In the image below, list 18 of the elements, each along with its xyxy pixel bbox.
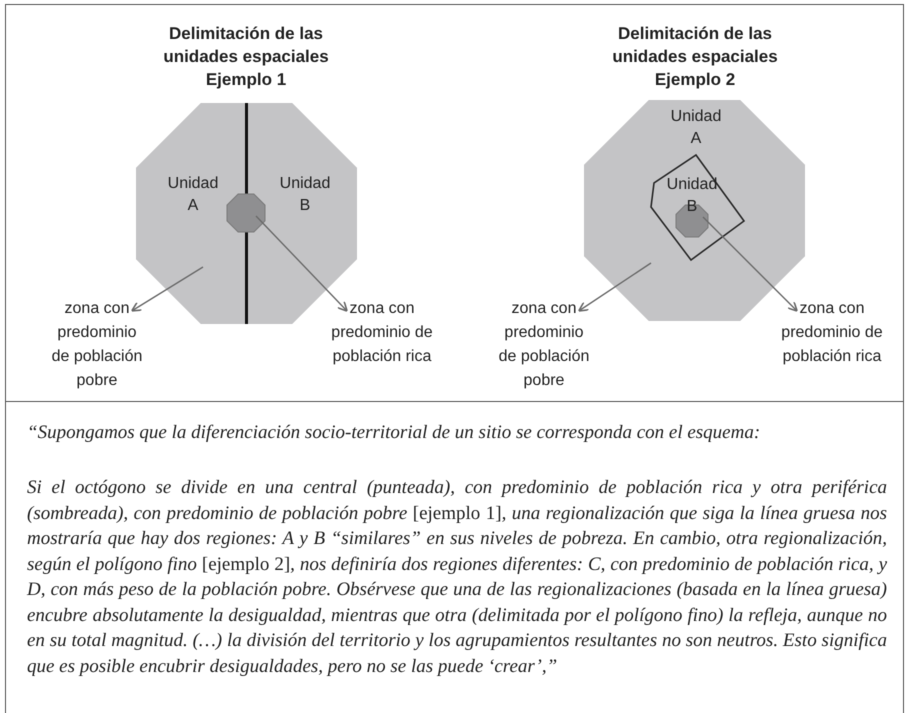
callout-text: zona con predominio de población rica: [780, 299, 884, 367]
unit-label: Unidad B: [278, 174, 332, 216]
diagram-heading: Delimitación de las unidades espaciales Ejemplo 1: [162, 23, 330, 91]
unit-label: Unidad A: [670, 107, 722, 149]
polygon-outline: [650, 154, 746, 262]
leader-arrow: [256, 216, 348, 312]
leader-arrow: [130, 266, 204, 312]
octagon-zone: [227, 194, 265, 232]
leader-arrow: [578, 262, 652, 312]
callout-text: zona con predominio de población rica: [330, 299, 434, 367]
callout-text: zona con predominio de población pobre: [50, 299, 144, 391]
unit-label: Unidad A: [166, 174, 220, 216]
leader-arrow: [702, 216, 798, 312]
quote-paragraph: Si el octógono se divide en una central (punteada), con predominio de población rica y otra periférica (sombreada), con predominio de población pobre [ejemplo 1], una regionalización que siga la línea gruesa nos mostraría que hay dos regiones: A y B “similares” en sus niveles de pobreza. En cambio, otra regionalización, según el polígono fino [ejemplo 2], nos definiría dos regiones diferentes: C, con predominio de población rica, y D, con más peso de la población pobre. Obsérvese que una de las regionalizaciones (basada en la línea gruesa) encubre absolutamente la desigualdad, mientras que otra (delimitada por el polígono fino) la refleja, aunque no en su total magnitud. (…) la división del territorio y los agrupamientos resultantes no son neutros. Esto significa que es posible encubrir desigualdades, pero no se las puede ‘crear’,”: [27, 476, 887, 678]
callout-text: zona con predominio de población pobre: [498, 299, 590, 391]
unit-label: Unidad B: [666, 175, 718, 217]
quote-paragraph: “Supongamos que la diferenciación socio-territorial de un sitio se corresponda con el esquema:: [27, 421, 762, 445]
diagram-heading: Delimitación de las unidades espaciales Ejemplo 2: [611, 23, 779, 91]
